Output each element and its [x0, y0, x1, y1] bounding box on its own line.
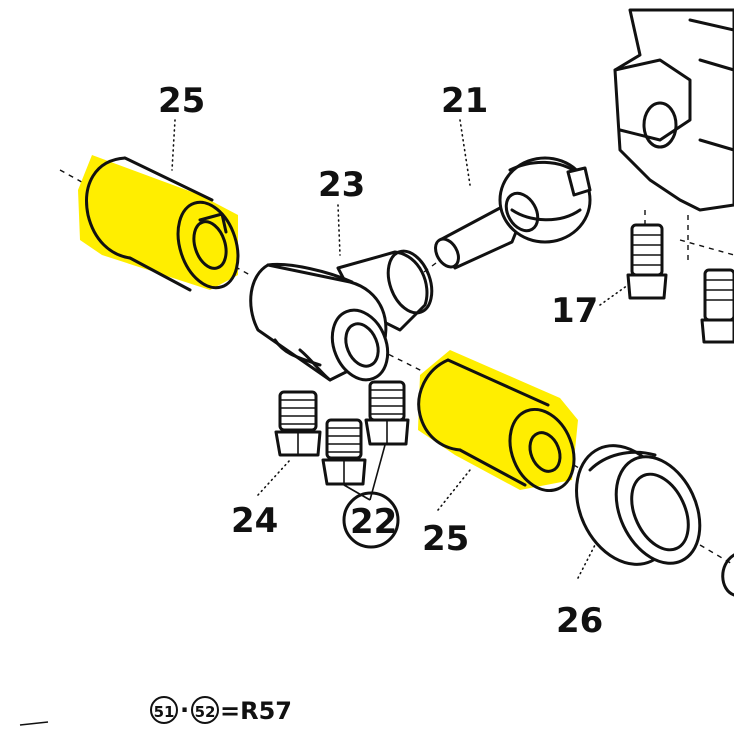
part-edge-right	[721, 553, 734, 597]
label-part-26: 26	[556, 601, 603, 641]
part-17-bolt-right	[700, 268, 734, 344]
footnote: 51 · 52 =R57	[19, 696, 292, 726]
part-25-sleeve-bottom	[417, 350, 578, 493]
label-part-25-top: 25	[158, 81, 205, 121]
footnote-equals-value: =R57	[220, 697, 292, 725]
part-25-sleeve-top	[78, 155, 240, 292]
label-part-23: 23	[318, 165, 365, 205]
part-23-tee-body	[249, 249, 434, 382]
part-26-ring	[575, 444, 702, 566]
leader-lines	[171, 119, 629, 579]
circle-part-22	[342, 491, 400, 549]
part-22-bolt-left	[321, 418, 367, 486]
footnote-ref-52: 52	[195, 703, 216, 721]
part-17-bolt	[626, 223, 668, 300]
housing-casting	[613, 8, 734, 260]
label-part-21: 21	[441, 81, 488, 121]
label-part-25-bottom: 25	[422, 519, 469, 559]
label-part-17: 17	[551, 291, 598, 331]
label-part-24: 24	[231, 501, 278, 541]
part-22-bolt-right	[364, 380, 410, 446]
footnote-separator: ·	[180, 696, 189, 724]
part-24-bolt	[274, 390, 322, 457]
footnote-ref-51: 51	[154, 703, 175, 721]
part-21-ball-stud	[434, 156, 592, 270]
part-number-labels: 25 21 23 17 24 22 25 26	[158, 81, 603, 641]
label-part-22: 22	[350, 502, 397, 542]
